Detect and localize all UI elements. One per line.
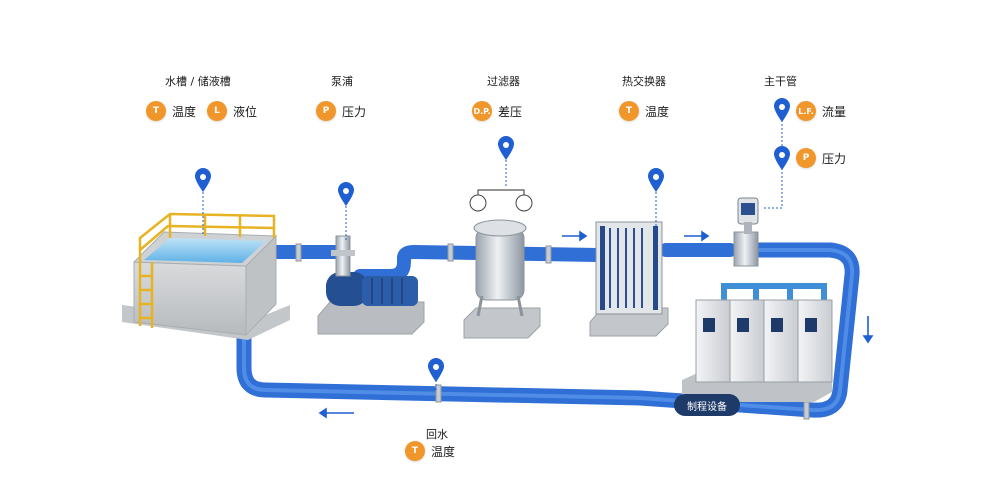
- flow-arrow-icon: [862, 316, 874, 344]
- metric-label: 液位: [233, 104, 258, 119]
- process-equipment-label: 制程设备: [674, 394, 740, 416]
- main-pipe-title: 主干管: [764, 75, 797, 88]
- metric-label: 温度: [172, 104, 197, 119]
- pump-unit: [317, 235, 425, 335]
- differential-pressure-badge: D.P.: [472, 101, 492, 121]
- hx-temperature-metric: T 温度: [619, 101, 669, 121]
- location-pin-icon: [338, 182, 354, 206]
- main-pressure-metric: P 压力: [796, 148, 846, 168]
- location-pin-icon: [774, 146, 790, 170]
- tank-title: 水槽 / 储液槽: [165, 75, 231, 88]
- flow-arrow-icon: [318, 407, 354, 419]
- metric-label: 压力: [342, 104, 367, 119]
- leader-lines: [202, 120, 783, 390]
- heat-exchanger-title: 热交换器: [622, 75, 666, 88]
- flow-arrow-icon: [684, 230, 710, 242]
- flow-arrow-icon: [562, 230, 588, 242]
- flow-badge: L.F.: [796, 101, 816, 121]
- pressure-badge: P: [796, 148, 816, 168]
- pump-title: 泵浦: [331, 75, 353, 88]
- metric-label: 温度: [645, 104, 670, 119]
- filter-dp-metric: D.P. 差压: [472, 101, 522, 121]
- temperature-badge: T: [405, 441, 425, 461]
- location-pin-icon: [498, 136, 514, 160]
- water-tank: [122, 212, 290, 340]
- tank-temperature-metric: T 温度: [146, 101, 196, 121]
- metric-label: 差压: [498, 104, 523, 119]
- return-water-title: 回水: [426, 428, 448, 441]
- flow-meter: [733, 197, 759, 267]
- return-temperature-metric: T 温度: [405, 441, 455, 461]
- tank-level-metric: L 液位: [207, 101, 257, 121]
- location-pin-icon: [428, 358, 444, 382]
- level-badge: L: [207, 101, 227, 121]
- pump-pressure-metric: P 压力: [316, 101, 366, 121]
- temperature-badge: T: [619, 101, 639, 121]
- metric-label: 压力: [822, 151, 847, 166]
- metric-label: 流量: [822, 104, 847, 119]
- location-pin-icon: [195, 168, 211, 192]
- flow-arrows: [318, 230, 874, 419]
- location-pins: [195, 98, 790, 382]
- location-pin-icon: [648, 168, 664, 192]
- process-equipment: [682, 283, 833, 402]
- pressure-badge: P: [316, 101, 336, 121]
- metric-label: 温度: [431, 444, 456, 459]
- main-flow-metric: L.F. 流量: [796, 101, 846, 121]
- filter-title: 过滤器: [487, 75, 520, 88]
- location-pin-icon: [774, 98, 790, 122]
- filter-unit: [463, 189, 541, 339]
- heat-exchanger: [589, 221, 669, 337]
- temperature-badge: T: [146, 101, 166, 121]
